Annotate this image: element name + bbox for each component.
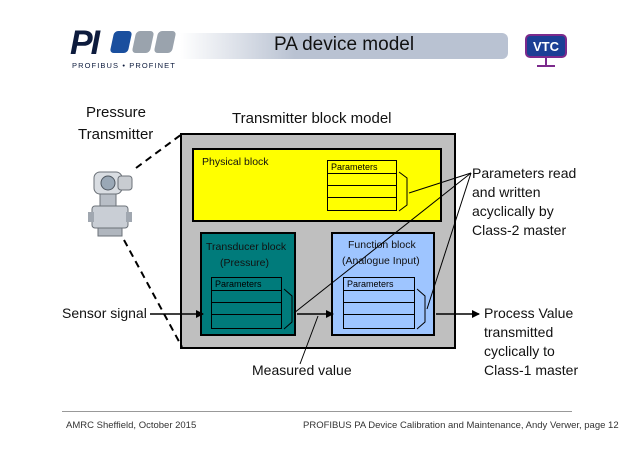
measured-value-pointer: [299, 315, 319, 365]
transducer-block-sublabel: (Pressure): [220, 257, 270, 269]
parameter-row: [212, 290, 281, 302]
sensor-signal-label: Sensor signal: [62, 305, 147, 321]
acyclic-note-line-1: Parameters read: [472, 165, 577, 181]
measured-value-label: Measured value: [252, 362, 352, 378]
vtc-logo: VTC: [525, 34, 567, 67]
acyclic-line-physical: [408, 172, 472, 194]
device-label-transmitter: Transmitter: [78, 126, 154, 143]
physical-parameters-label: Parameters: [331, 162, 378, 172]
footer-right: PROFIBUS PA Device Calibration and Maint…: [303, 420, 619, 431]
function-parameters-bracket: [416, 288, 426, 330]
acyclic-note-line-2: and written: [472, 184, 541, 200]
footer-divider: [62, 411, 572, 412]
footer-left: AMRC Sheffield, October 2015: [66, 420, 197, 431]
pressure-transmitter-image: [88, 171, 133, 237]
physical-parameters-bracket: [398, 171, 408, 212]
parameter-row: [212, 302, 281, 314]
acyclic-line-function: [426, 172, 472, 310]
vtc-logo-text: VTC: [533, 39, 560, 54]
physical-block-label: Physical block: [202, 156, 269, 168]
dashed-projection-top: [135, 133, 183, 169]
function-block-sublabel: (Analogue Input): [342, 255, 420, 267]
acyclic-note-line-4: Class-2 master: [472, 222, 567, 238]
acyclic-line-transducer: [293, 172, 472, 314]
pi-logo-subtitle: PROFIBUS • PROFINET: [72, 61, 176, 70]
device-label-pressure: Pressure: [86, 104, 147, 121]
process-value-note-line-4: Class-1 master: [484, 362, 579, 378]
process-value-note-line-1: Process Value: [484, 305, 574, 321]
model-title: Transmitter block model: [232, 110, 392, 127]
parameter-row: [344, 290, 414, 302]
process-value-note-line-2: transmitted: [484, 324, 554, 340]
physical-block-parameters: Parameters: [327, 160, 397, 211]
process-value-note-line-3: cyclically to: [484, 343, 555, 359]
pi-logo-letters: PI: [70, 24, 100, 62]
parameter-row: [328, 185, 396, 197]
function-parameters-label: Parameters: [347, 279, 394, 289]
dashed-projection-bottom: [123, 239, 183, 348]
parameter-row: [328, 197, 396, 209]
transducer-block-parameters: Parameters: [211, 277, 282, 329]
transducer-parameters-bracket: [283, 288, 293, 330]
slide-title: PA device model: [273, 34, 415, 55]
function-block-parameters: Parameters: [343, 277, 415, 329]
parameter-row: [344, 302, 414, 314]
title-bar: [180, 33, 508, 59]
parameter-row: [212, 314, 281, 326]
physical-block: [192, 148, 442, 222]
transducer-parameters-label: Parameters: [215, 279, 262, 289]
function-block-label: Function block: [348, 239, 416, 251]
transducer-block-label: Transducer block: [206, 241, 287, 253]
acyclic-note-line-3: acyclically by: [472, 203, 554, 219]
parameter-row: [344, 314, 414, 326]
parameter-row: [328, 173, 396, 185]
